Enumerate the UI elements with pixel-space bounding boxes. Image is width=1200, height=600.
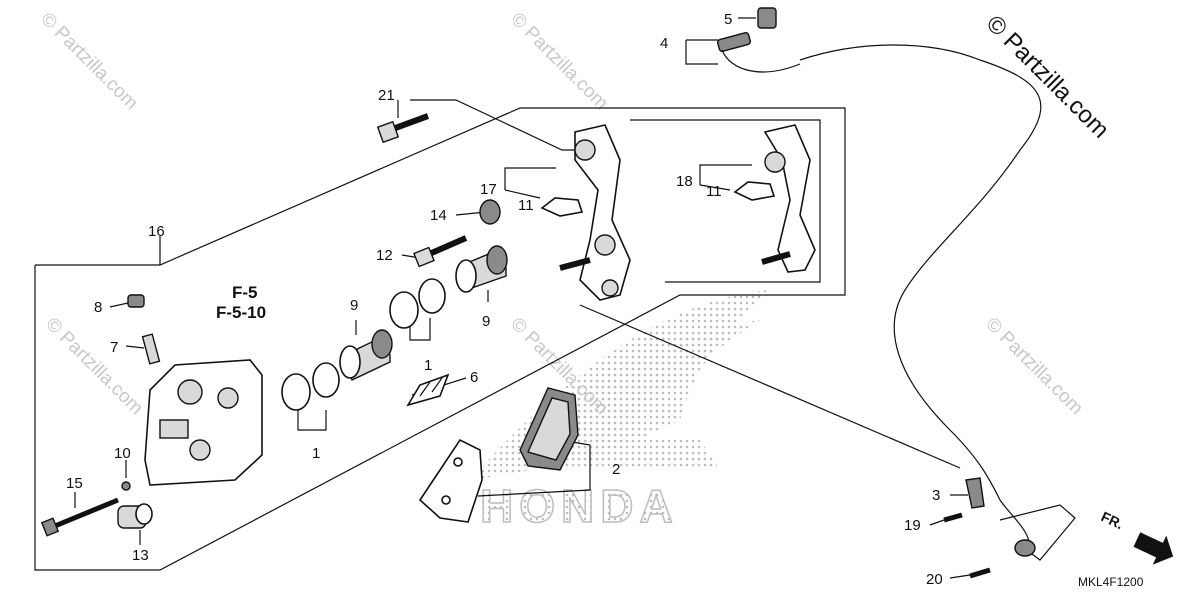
pad-spring[interactable] <box>406 373 450 407</box>
pad-clip-spare[interactable] <box>733 181 776 201</box>
callout-11b: 11 <box>706 183 722 200</box>
wheel-speed-sensor[interactable] <box>716 32 801 73</box>
front-label: FR. <box>1099 508 1126 532</box>
piston-seal-set-2[interactable] <box>389 278 446 329</box>
pad-clip[interactable] <box>540 197 584 217</box>
callout-2: 2 <box>612 461 620 478</box>
honda-logo-text: HONDA <box>480 480 679 532</box>
piston-left[interactable] <box>339 329 393 381</box>
sensor-clamp[interactable] <box>757 7 777 29</box>
diagram-code: MKL4F1200 <box>1078 575 1144 589</box>
brake-pad-rear[interactable] <box>519 387 579 471</box>
rubber-boot[interactable] <box>479 199 501 225</box>
piston-right[interactable] <box>455 245 508 293</box>
callout-13: 13 <box>132 547 149 564</box>
callout-9a: 9 <box>350 297 358 314</box>
cable-clamp[interactable] <box>965 477 985 509</box>
callout-7: 7 <box>110 339 118 356</box>
pin-bolt[interactable] <box>40 497 119 537</box>
slide-pin[interactable] <box>413 235 468 268</box>
callout-4: 4 <box>660 35 668 52</box>
caliper-bracket-spare[interactable] <box>761 124 816 273</box>
callout-16: 16 <box>148 223 165 240</box>
reference-label-f5: F-5 <box>232 283 258 302</box>
callouts: 16 21 17 11 18 11 14 12 4 5 8 7 9 9 1 1 … <box>66 11 943 588</box>
callout-20: 20 <box>926 571 943 588</box>
front-arrow: FR. <box>1099 508 1174 565</box>
sensor-head[interactable] <box>1014 539 1036 557</box>
callout-18: 18 <box>676 173 693 190</box>
caliper-assembly-box <box>34 107 846 571</box>
watermark-1: © Partzilla.com <box>36 9 141 114</box>
sensor-cable <box>799 44 1042 549</box>
watermark-main: © Partzilla.com <box>981 10 1114 143</box>
sensor-bolt[interactable] <box>969 567 991 579</box>
callout-11a: 11 <box>518 197 534 214</box>
caliper-bracket[interactable] <box>559 124 631 301</box>
mounting-bolt[interactable] <box>376 113 430 144</box>
callout-1b: 1 <box>312 445 320 462</box>
brake-pad-front[interactable] <box>418 438 483 523</box>
callout-12: 12 <box>376 247 393 264</box>
callout-9b: 9 <box>482 313 490 330</box>
callout-10: 10 <box>114 445 131 462</box>
callout-14: 14 <box>430 207 447 224</box>
reference-label-f5-10: F-5-10 <box>216 303 266 322</box>
callout-1a: 1 <box>424 357 432 374</box>
bracket-box <box>630 119 821 283</box>
bleeder-screw[interactable] <box>141 333 161 365</box>
callout-21: 21 <box>378 87 395 104</box>
callout-8: 8 <box>94 299 102 316</box>
piston-seal-set-1[interactable] <box>281 362 340 411</box>
callout-6: 6 <box>470 369 478 386</box>
watermark-5: © Partzilla.com <box>981 314 1086 419</box>
clamp-bolt[interactable] <box>943 512 963 523</box>
callout-15: 15 <box>66 475 83 492</box>
callout-5: 5 <box>724 11 732 28</box>
caliper-pin[interactable] <box>117 503 153 529</box>
bleeder-cap[interactable] <box>127 294 145 308</box>
callout-19: 19 <box>904 517 921 534</box>
watermark-2: © Partzilla.com <box>506 9 611 114</box>
washer[interactable] <box>121 481 131 491</box>
callout-17: 17 <box>480 181 497 198</box>
caliper-body[interactable] <box>144 359 263 486</box>
callout-3: 3 <box>932 487 940 504</box>
watermark-3: © Partzilla.com <box>41 314 146 419</box>
